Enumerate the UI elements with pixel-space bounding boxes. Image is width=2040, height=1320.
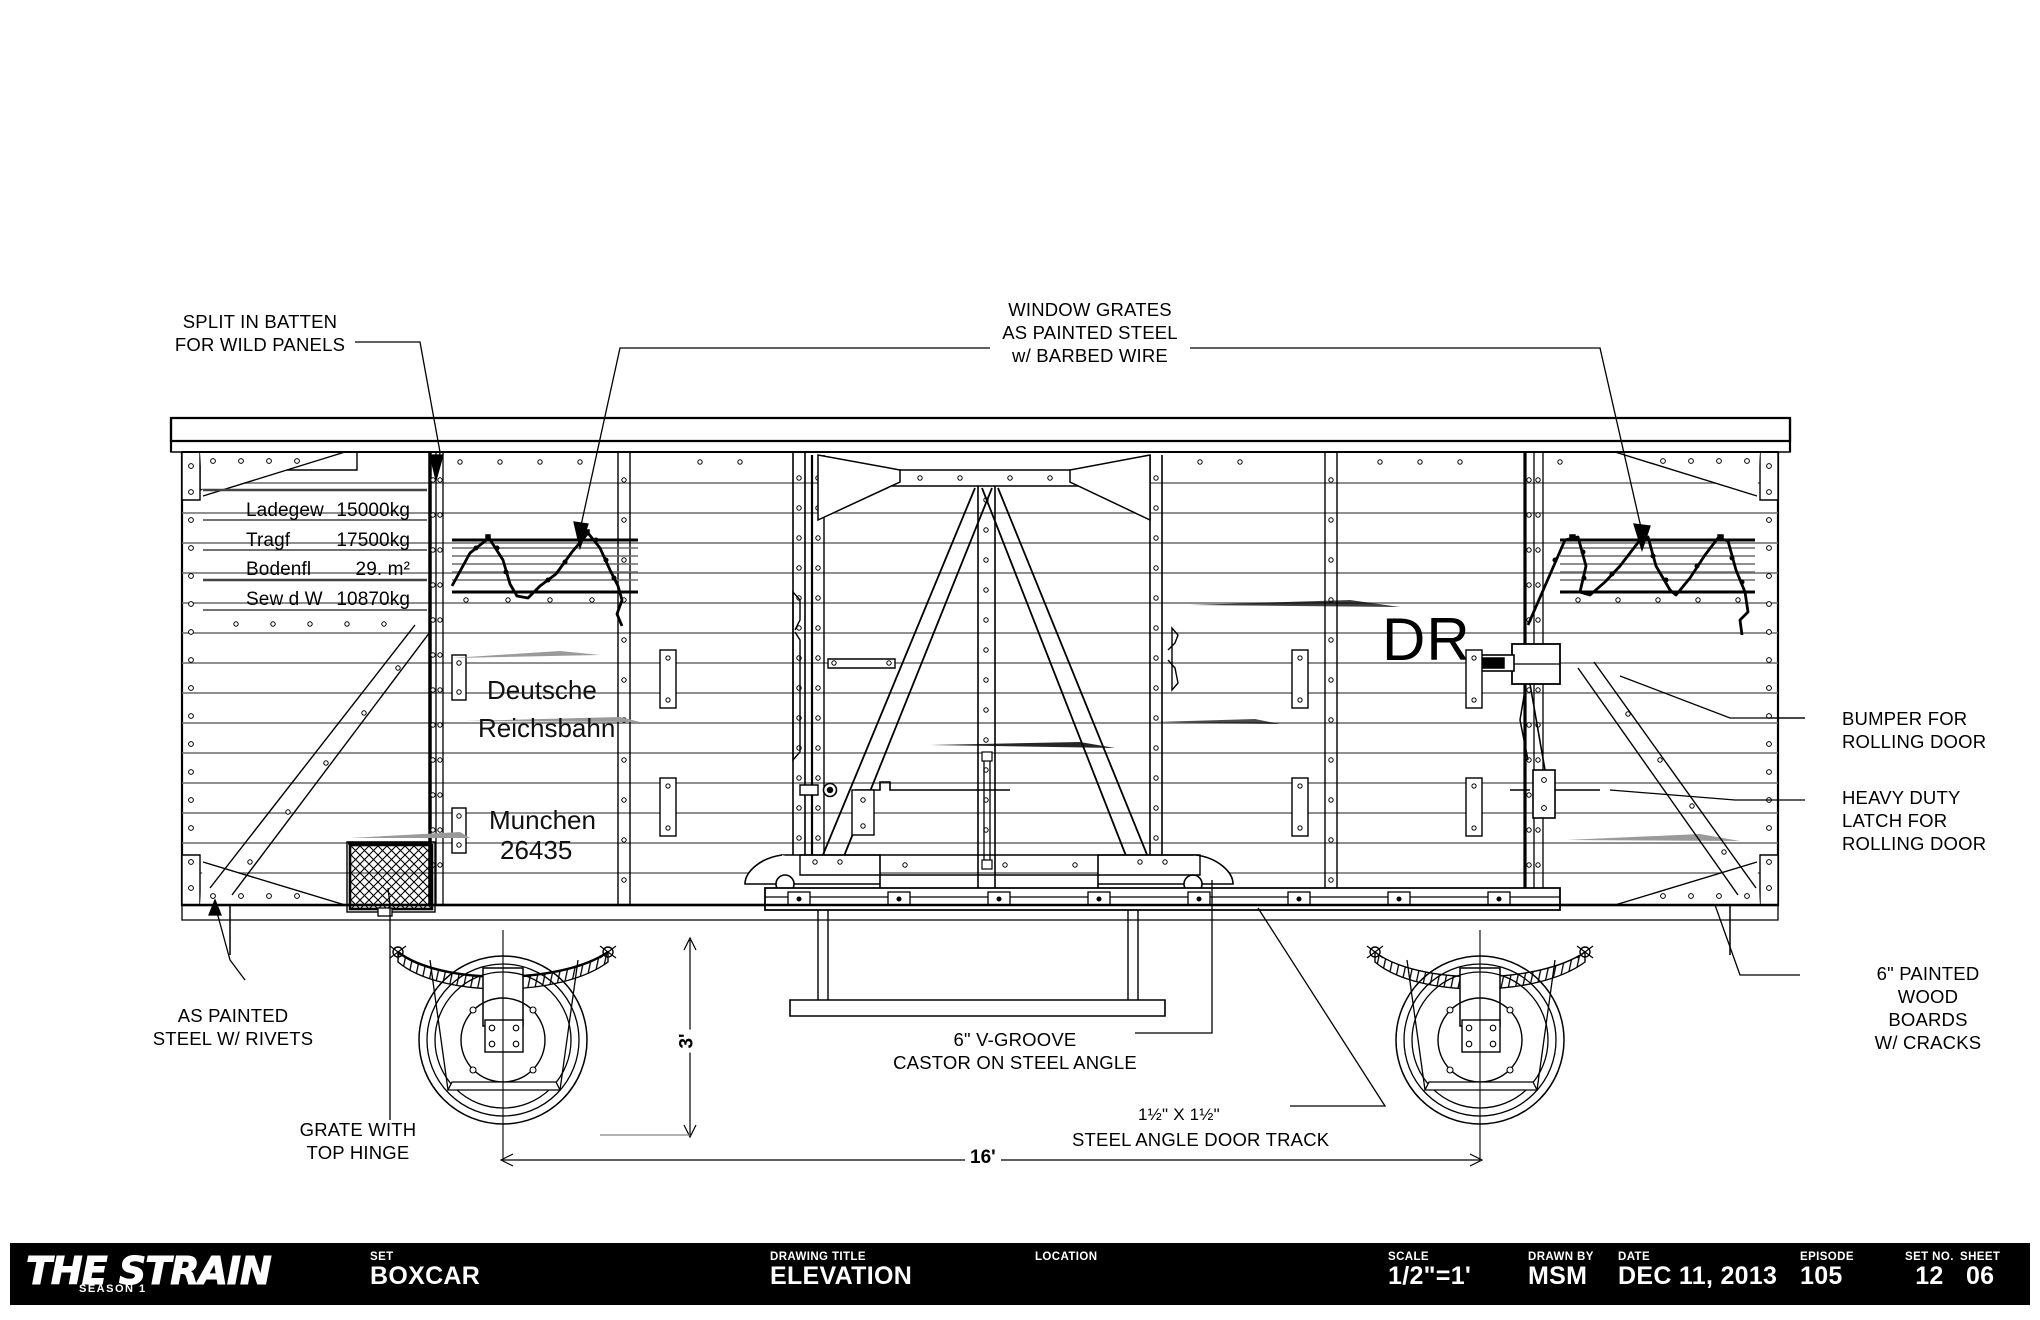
- field-set-no-value: 12: [1915, 1262, 1944, 1290]
- logo-secondary-text: SEASON 1: [79, 1283, 147, 1295]
- field-episode-label: EPISODE: [1800, 1251, 1854, 1263]
- field-sheet-label: SHEET: [1960, 1251, 2001, 1263]
- field-date-value: DEC 11, 2013: [1618, 1262, 1778, 1290]
- railway-name-line1: Deutsche: [487, 675, 597, 705]
- field-location: LOCATION: [1035, 1251, 1097, 1263]
- field-episode: EPISODE 105: [1800, 1251, 1854, 1290]
- field-set: SET BOXCAR: [370, 1251, 480, 1290]
- dimension-overall-length: 16': [965, 1147, 1001, 1169]
- field-drawing-title-label: DRAWING TITLE: [770, 1251, 866, 1263]
- table-row: Bodenfl 29. m²: [240, 555, 410, 585]
- field-sheet-value: 06: [1965, 1262, 1995, 1290]
- field-set-label: SET: [370, 1251, 394, 1263]
- annotation-split-in-batten: SPLIT IN BATTEN FOR WILD PANELS: [174, 311, 346, 355]
- field-set-no: SET NO. 12: [1905, 1251, 1954, 1290]
- show-logo: THE STRAIN SEASON 1: [24, 1247, 284, 1303]
- depot-name: Munchen: [489, 805, 596, 835]
- annotation-as-painted-steel: AS PAINTED STEEL W/ RIVETS: [152, 1005, 314, 1049]
- data-value: 15000kg: [336, 500, 410, 521]
- annotation-grate-top-hinge: GRATE WITH TOP HINGE: [299, 1119, 417, 1163]
- annotation-painted-wood: 6" PAINTED WOOD BOARDS W/ CRACKS: [1874, 963, 1982, 1053]
- field-drawn-by: DRAWN BY MSM: [1528, 1251, 1594, 1290]
- field-date: DATE DEC 11, 2013: [1618, 1251, 1777, 1290]
- title-block: THE STRAIN SEASON 1 SET BOXCAR DRAWING T…: [10, 1243, 2030, 1305]
- field-episode-value: 105: [1800, 1262, 1843, 1290]
- field-scale-value: 1/2"=1': [1388, 1262, 1472, 1290]
- annotation-v-groove-castor: 6" V-GROOVE CASTOR ON STEEL ANGLE: [893, 1029, 1137, 1073]
- data-label: Bodenfl: [246, 559, 312, 580]
- field-date-label: DATE: [1618, 1251, 1651, 1263]
- field-scale: SCALE 1/2"=1': [1388, 1251, 1471, 1290]
- annotation-window-grates: WINDOW GRATES AS PAINTED STEEL w/ BARBED…: [1002, 299, 1178, 366]
- car-data-table: Ladegew 15000kg Tragf 17500kg Bodenfl 29…: [240, 496, 410, 614]
- field-set-no-label: SET NO.: [1905, 1251, 1954, 1263]
- dr-initials-marking: DR: [1382, 606, 1471, 673]
- annotation-heavy-duty-latch: HEAVY DUTY LATCH FOR ROLLING DOOR: [1842, 787, 1987, 854]
- table-row: Ladegew 15000kg: [240, 496, 410, 526]
- boxcar-elevation-drawing: [169, 341, 1805, 1167]
- field-drawing-title-value: ELEVATION: [770, 1262, 913, 1290]
- data-value: 17500kg: [336, 529, 410, 551]
- field-location-label: LOCATION: [1035, 1251, 1098, 1263]
- table-row: Tragf 17500kg: [240, 526, 410, 556]
- railway-name-line2: Reichsbahn: [478, 713, 616, 743]
- field-drawn-by-label: DRAWN BY: [1528, 1251, 1594, 1263]
- annotation-door-track-size: 1½" X 1½": [1138, 1105, 1220, 1124]
- field-set-value: BOXCAR: [370, 1262, 481, 1290]
- dimension-rail-height: 3': [676, 1029, 699, 1053]
- field-drawing-title: DRAWING TITLE ELEVATION: [770, 1251, 912, 1290]
- data-value: 29. m²: [355, 559, 410, 580]
- field-scale-label: SCALE: [1388, 1251, 1429, 1263]
- data-label: Ladegew: [246, 500, 324, 521]
- data-label: Sew d W: [246, 588, 323, 610]
- data-label: Tragf: [246, 529, 291, 551]
- field-sheet: SHEET 06: [1960, 1251, 2000, 1290]
- field-drawn-by-value: MSM: [1528, 1262, 1588, 1290]
- table-row: Sew d W 10870kg: [240, 585, 410, 615]
- data-value: 10870kg: [336, 588, 410, 610]
- annotation-bumper: BUMPER FOR ROLLING DOOR: [1842, 708, 1987, 752]
- car-number: 26435: [500, 835, 573, 865]
- logo-primary-text: THE STRAIN: [26, 1249, 273, 1294]
- annotation-door-track: STEEL ANGLE DOOR TRACK: [1072, 1129, 1330, 1150]
